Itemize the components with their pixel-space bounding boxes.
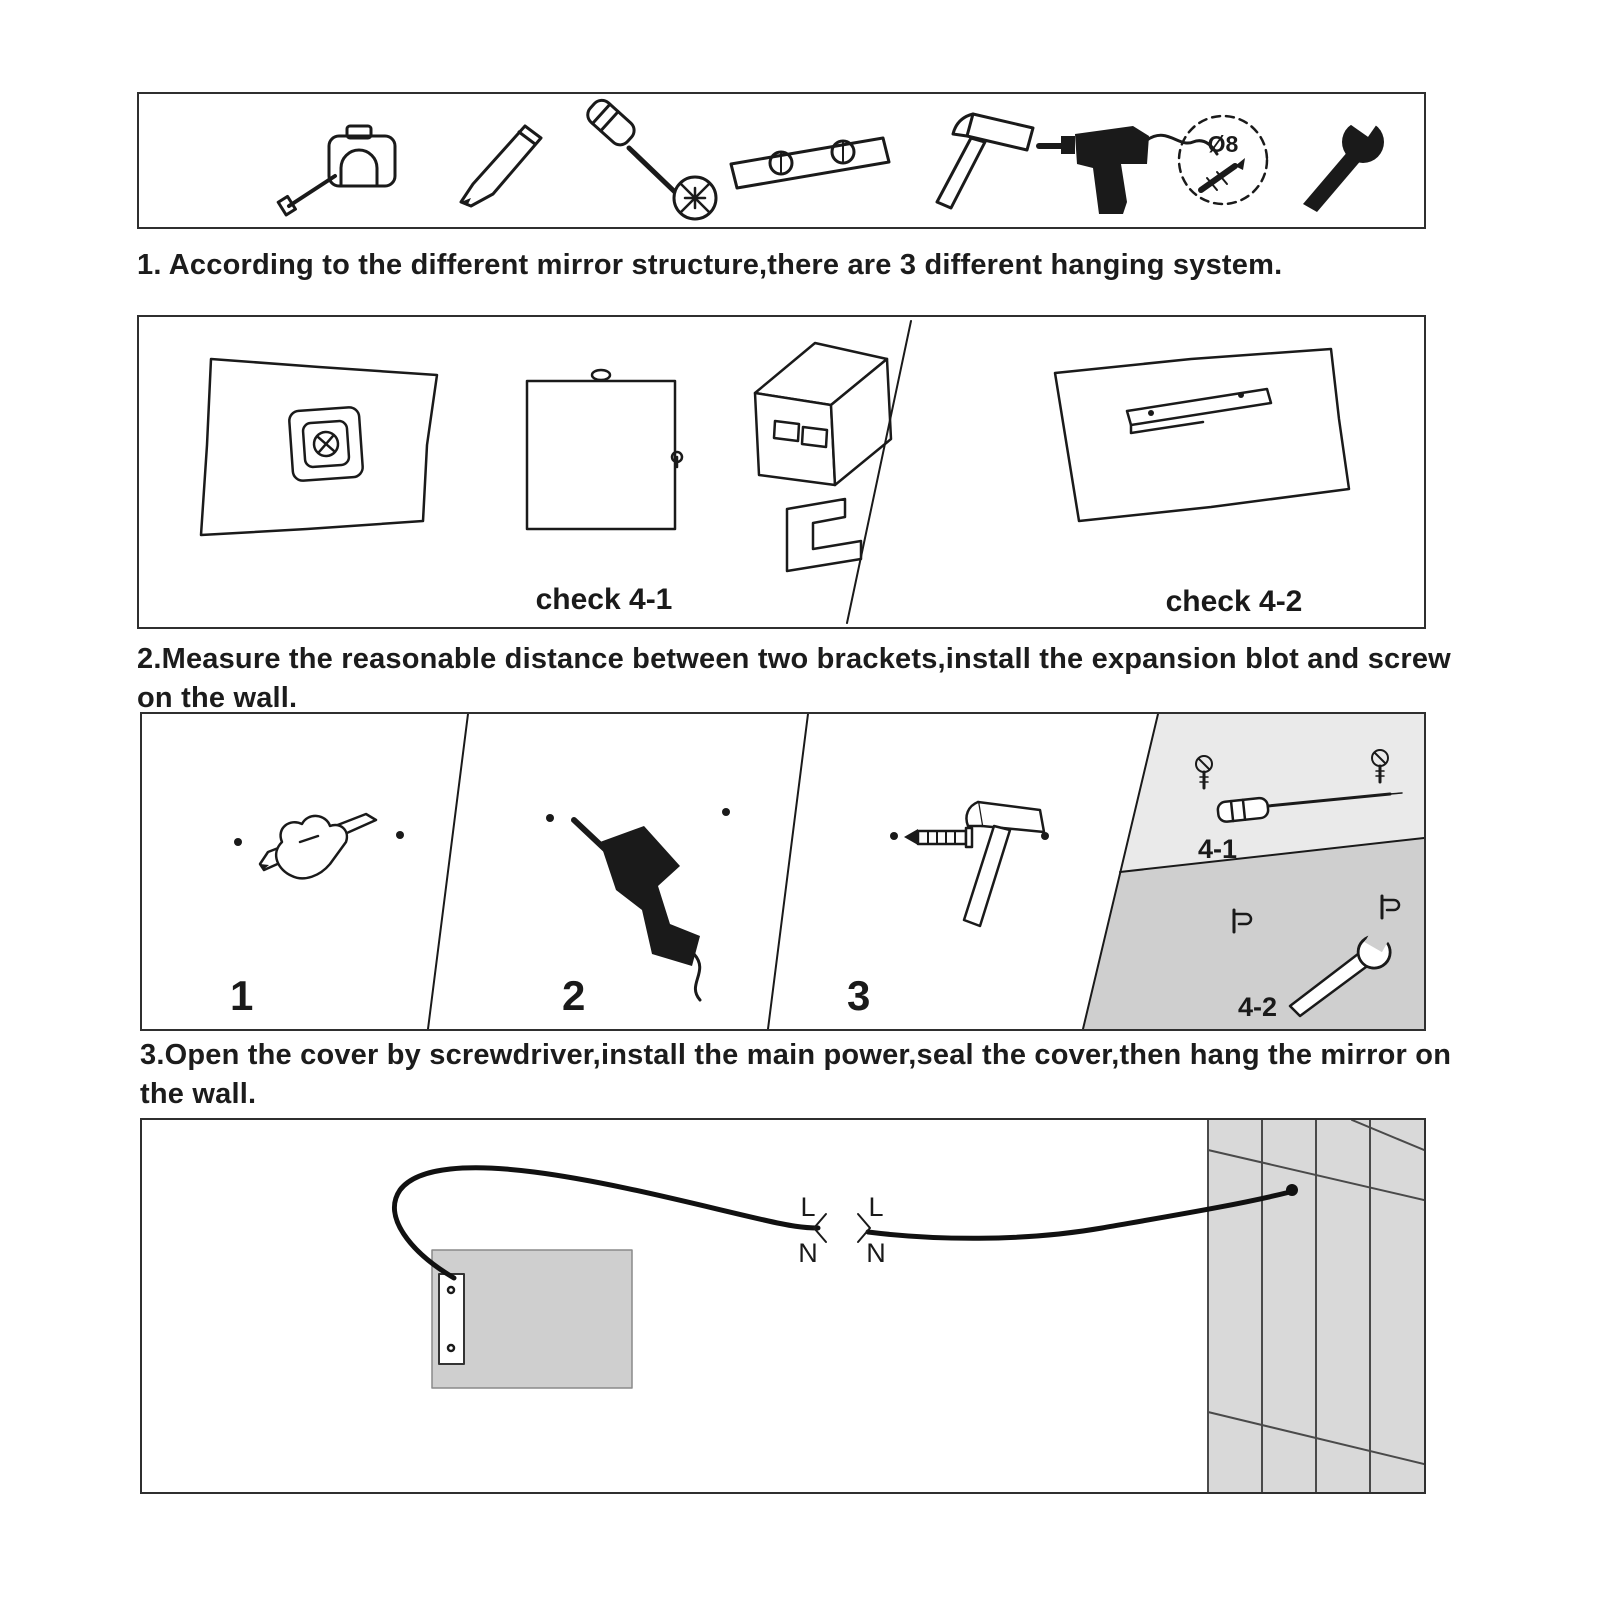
panel2-number: 2 (562, 972, 585, 1019)
mirror-back-square-bracket (199, 357, 439, 537)
power-drill-icon (1036, 126, 1219, 214)
drill-holes-step (546, 808, 730, 1002)
step1-text: 1. According to the different mirror str… (137, 249, 1283, 281)
panel-divider-4 (1119, 837, 1424, 873)
mark-holes-step (234, 812, 404, 880)
panel-divider (846, 320, 912, 624)
screw-fix-step (1195, 749, 1403, 823)
panel-divider-1 (427, 714, 469, 1029)
panel4-1-number: 4-1 (1198, 834, 1237, 864)
wall-bracket-assembly (753, 341, 893, 573)
bolt-fix-step (1232, 894, 1401, 1018)
tools-panel: Ø8 (137, 92, 1426, 229)
check-4-1-label: check 4-1 (536, 583, 673, 616)
step1-heading: 1. According to the different mirror str… (137, 246, 1282, 285)
mounting-steps-illustration: 1 2 (230, 714, 1424, 1029)
left-neutral-label: N (798, 1238, 818, 1268)
check-4-2-label: check 4-2 (1166, 585, 1303, 618)
insert-anchor-step (890, 800, 1049, 928)
spirit-level-icon (729, 136, 891, 190)
panel-divider-2 (767, 714, 809, 1029)
mounting-steps-panel: 1 2 (140, 712, 1426, 1031)
panel1-number: 1 (230, 972, 253, 1019)
tape-measure-icon (276, 124, 397, 217)
mirror-back-rail-bracket (1053, 347, 1351, 523)
right-neutral-label: N (866, 1238, 886, 1268)
panel3-number: 3 (847, 972, 870, 1019)
panel4-2-number: 4-2 (1238, 992, 1277, 1022)
screwdriver-icon (586, 98, 718, 221)
hammer-icon (935, 112, 1035, 210)
wall-connection-point (1286, 1184, 1298, 1196)
step3-heading: 3.Open the cover by screwdriver,install … (140, 1036, 1451, 1114)
panel-4-1-background (1120, 714, 1424, 872)
step3-text-line1: 3.Open the cover by screwdriver,install … (140, 1039, 1452, 1071)
hanging-systems-illustration: check 4-1 check 4-2 (199, 320, 1351, 624)
tiled-wall (1207, 1120, 1424, 1492)
mirror-frame-hook (525, 368, 684, 531)
drill-bit-diameter-icon: Ø8 (1177, 114, 1269, 206)
step3-text-line2: the wall. (140, 1078, 257, 1110)
pencil-icon (459, 124, 543, 208)
drill-diameter-label: Ø8 (1208, 131, 1239, 157)
step2-heading: 2.Measure the reasonable distance betwee… (137, 640, 1451, 718)
wiring-illustration: L N L N (392, 1120, 1424, 1492)
right-live-label: L (868, 1192, 883, 1222)
left-live-label: L (800, 1192, 815, 1222)
power-driver-box (431, 1249, 633, 1389)
hanging-systems-panel: check 4-1 check 4-2 (137, 315, 1426, 629)
tools-illustration: Ø8 (276, 97, 1386, 221)
mains-cable (392, 1165, 1293, 1281)
cable-break-left (813, 1213, 827, 1243)
wiring-panel: L N L N (140, 1118, 1426, 1494)
wrench-icon (1303, 97, 1386, 212)
step2-text-line2: on the wall. (137, 682, 298, 714)
step2-text-line1: 2.Measure the reasonable distance betwee… (137, 643, 1451, 675)
cable-break-right (857, 1213, 871, 1243)
